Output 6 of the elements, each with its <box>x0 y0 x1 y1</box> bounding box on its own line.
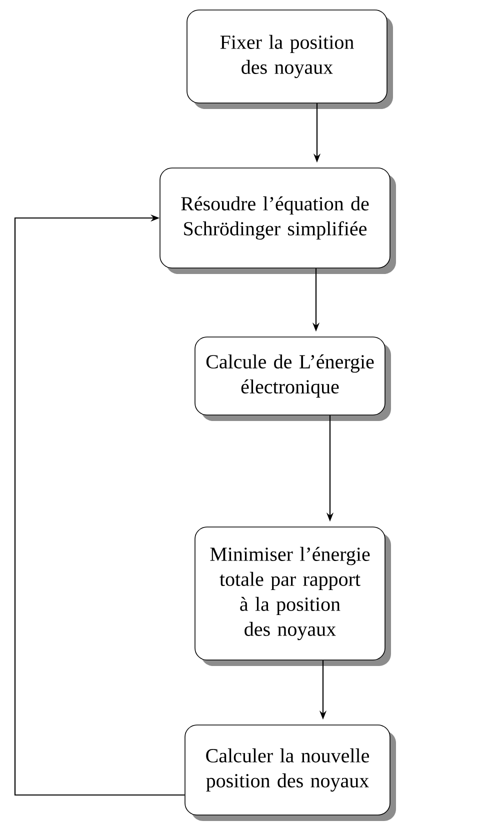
process-box: Calcule de L’énergie électronique <box>194 336 391 421</box>
process-box: Minimiser l’énergie totale par rapport à la position des noyaux <box>194 526 391 666</box>
process-box: Fixer la position des noyaux <box>186 10 393 109</box>
arrow <box>14 214 185 796</box>
process-box: Calculer la nouvelle position des noyaux <box>184 724 396 821</box>
process-box: Résoudre l’équation de Schrödinger simplifiée <box>160 168 396 274</box>
